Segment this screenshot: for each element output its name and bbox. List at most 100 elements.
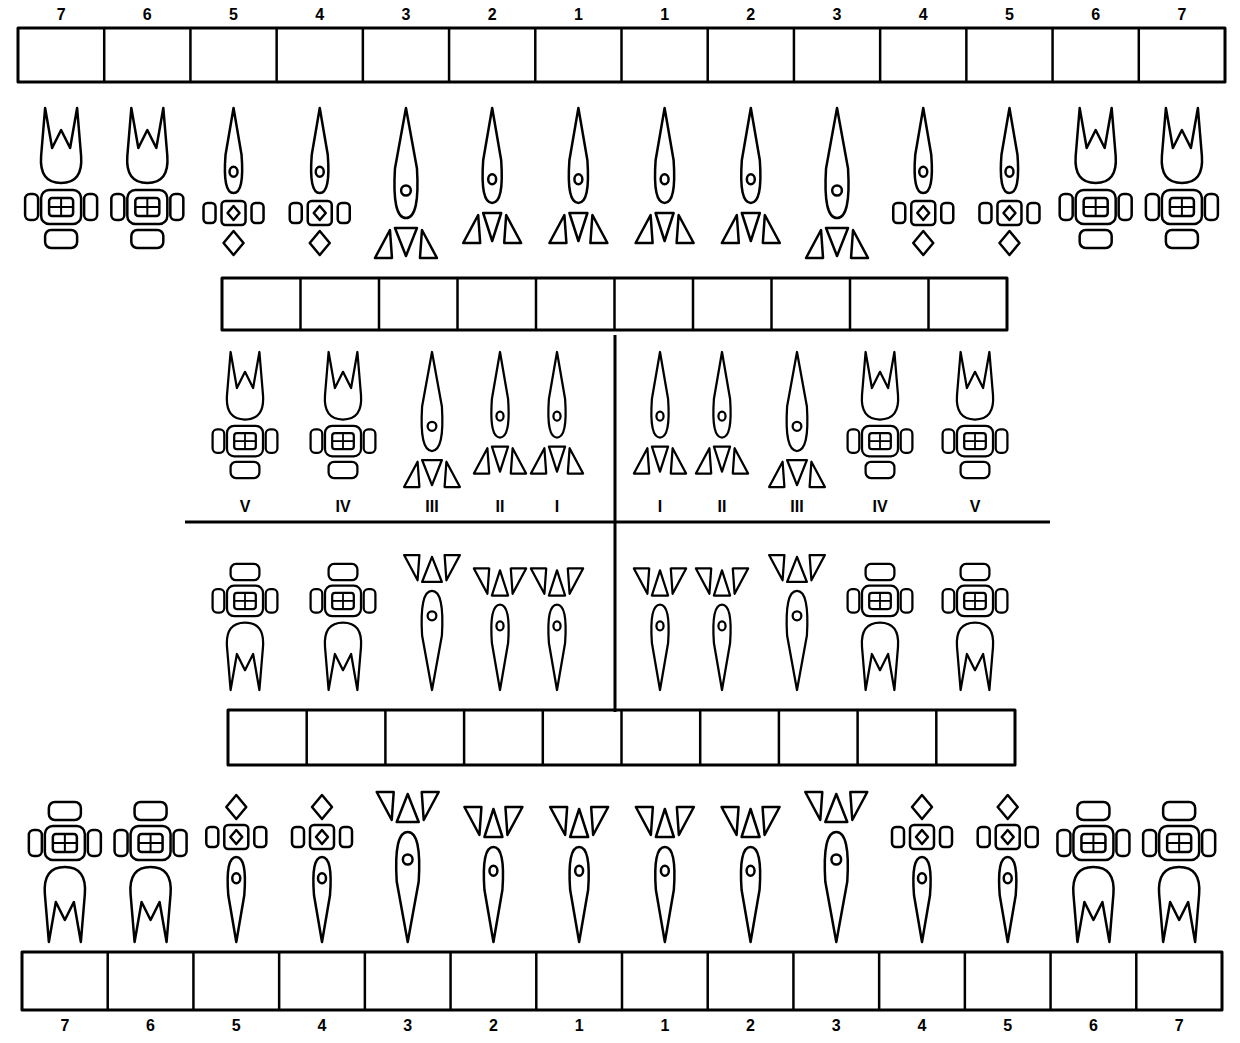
tooth-surface	[84, 194, 97, 220]
tooth-surface	[763, 807, 780, 835]
chart-cell-divider	[278, 952, 281, 1010]
tooth-surface	[1170, 198, 1194, 216]
tooth-surface	[111, 194, 124, 220]
tooth	[978, 795, 1038, 942]
chart-box-row	[18, 28, 1225, 82]
tooth-surface	[213, 589, 225, 612]
tooth-fissure	[1167, 842, 1191, 844]
tooth	[311, 352, 376, 478]
tooth-surface	[329, 462, 358, 478]
tooth-surface	[1162, 190, 1202, 224]
tooth	[806, 108, 868, 258]
tooth-number: 1	[574, 6, 583, 24]
tooth-profile	[130, 867, 170, 942]
tooth-surface	[227, 426, 263, 457]
tooth-profile	[913, 857, 930, 942]
tooth-surface	[1057, 830, 1070, 856]
tooth	[769, 352, 825, 487]
tooth-surface	[862, 426, 898, 457]
tooth-surface	[340, 827, 352, 847]
tooth-window	[488, 174, 496, 184]
tooth-surface	[314, 206, 326, 220]
tooth-profile	[651, 605, 668, 691]
tooth-surface	[397, 794, 419, 822]
deciduous-tooth-number: II	[718, 498, 727, 516]
tooth-fissure	[964, 600, 986, 602]
tooth-surface	[714, 447, 730, 472]
tooth-surface	[634, 448, 649, 473]
tooth	[892, 795, 952, 942]
tooth	[290, 108, 350, 255]
tooth-window	[575, 866, 583, 876]
tooth-surface	[722, 807, 739, 835]
tooth-window	[661, 866, 669, 876]
tooth-window	[401, 186, 411, 196]
tooth-profile	[227, 352, 263, 420]
tooth-surface	[1027, 203, 1039, 223]
tooth-surface	[569, 213, 587, 241]
tooth-surface	[206, 827, 218, 847]
tooth-surface	[224, 231, 244, 255]
tooth-number: 4	[315, 6, 324, 24]
tooth	[463, 108, 521, 243]
tooth-surface	[127, 190, 167, 224]
tooth-surface	[763, 215, 780, 243]
deciduous-tooth-number: I	[555, 498, 559, 516]
tooth-profile	[825, 832, 848, 942]
tooth-surface	[656, 809, 674, 837]
tooth-surface	[1205, 194, 1218, 220]
chart-cell-divider	[449, 952, 452, 1010]
tooth-window	[718, 621, 725, 630]
tooth-number: 4	[318, 1017, 327, 1035]
tooth-number: 3	[403, 1017, 412, 1035]
tooth-surface	[213, 429, 225, 452]
chart-cell-divider	[192, 952, 195, 1010]
tooth	[769, 555, 825, 690]
tooth-surface	[869, 433, 891, 449]
tooth-window	[831, 855, 841, 865]
tooth-number: 7	[60, 1017, 69, 1035]
chart-cell-divider	[613, 278, 616, 330]
tooth-fissure	[869, 440, 891, 442]
tooth-profile	[1162, 108, 1202, 183]
tooth-fissure	[53, 842, 77, 844]
tooth-surface	[787, 557, 807, 582]
chart-cell-divider	[770, 278, 773, 330]
tooth-number: 7	[1175, 1017, 1184, 1035]
tooth-surface	[1081, 834, 1105, 852]
tooth-surface	[139, 834, 163, 852]
tooth-surface	[912, 795, 932, 819]
tooth-surface	[850, 792, 867, 820]
tooth-surface	[901, 589, 913, 612]
tooth-profile	[1159, 867, 1199, 942]
tooth-profile	[957, 623, 993, 691]
tooth-profile	[741, 847, 760, 942]
chart-cell-divider	[106, 952, 109, 1010]
tooth-surface	[549, 215, 566, 243]
tooth-profile	[915, 108, 932, 193]
tooth-number: 4	[919, 6, 928, 24]
chart-cell-divider	[620, 28, 623, 82]
tooth-profile	[1001, 108, 1018, 193]
tooth-window	[496, 412, 503, 421]
tooth-number: 2	[746, 1017, 755, 1035]
tooth	[213, 564, 278, 690]
tooth-window	[232, 873, 240, 883]
chart-cell-divider	[792, 952, 795, 1010]
tooth-surface	[375, 230, 392, 258]
tooth	[848, 564, 913, 690]
tooth-surface	[862, 586, 898, 617]
tooth-window	[428, 422, 437, 431]
tooth-surface	[325, 426, 361, 457]
tooth-profile	[127, 108, 167, 183]
tooth-surface	[474, 448, 489, 473]
tooth-profile	[655, 108, 674, 203]
tooth	[1146, 108, 1218, 248]
tooth-surface	[511, 569, 526, 594]
tooth-surface	[671, 569, 686, 594]
tooth-surface	[848, 429, 860, 452]
tooth-surface	[504, 215, 521, 243]
tooth-surface	[961, 462, 990, 478]
tooth-number: 7	[57, 6, 66, 24]
tooth-number: 4	[918, 1017, 927, 1035]
